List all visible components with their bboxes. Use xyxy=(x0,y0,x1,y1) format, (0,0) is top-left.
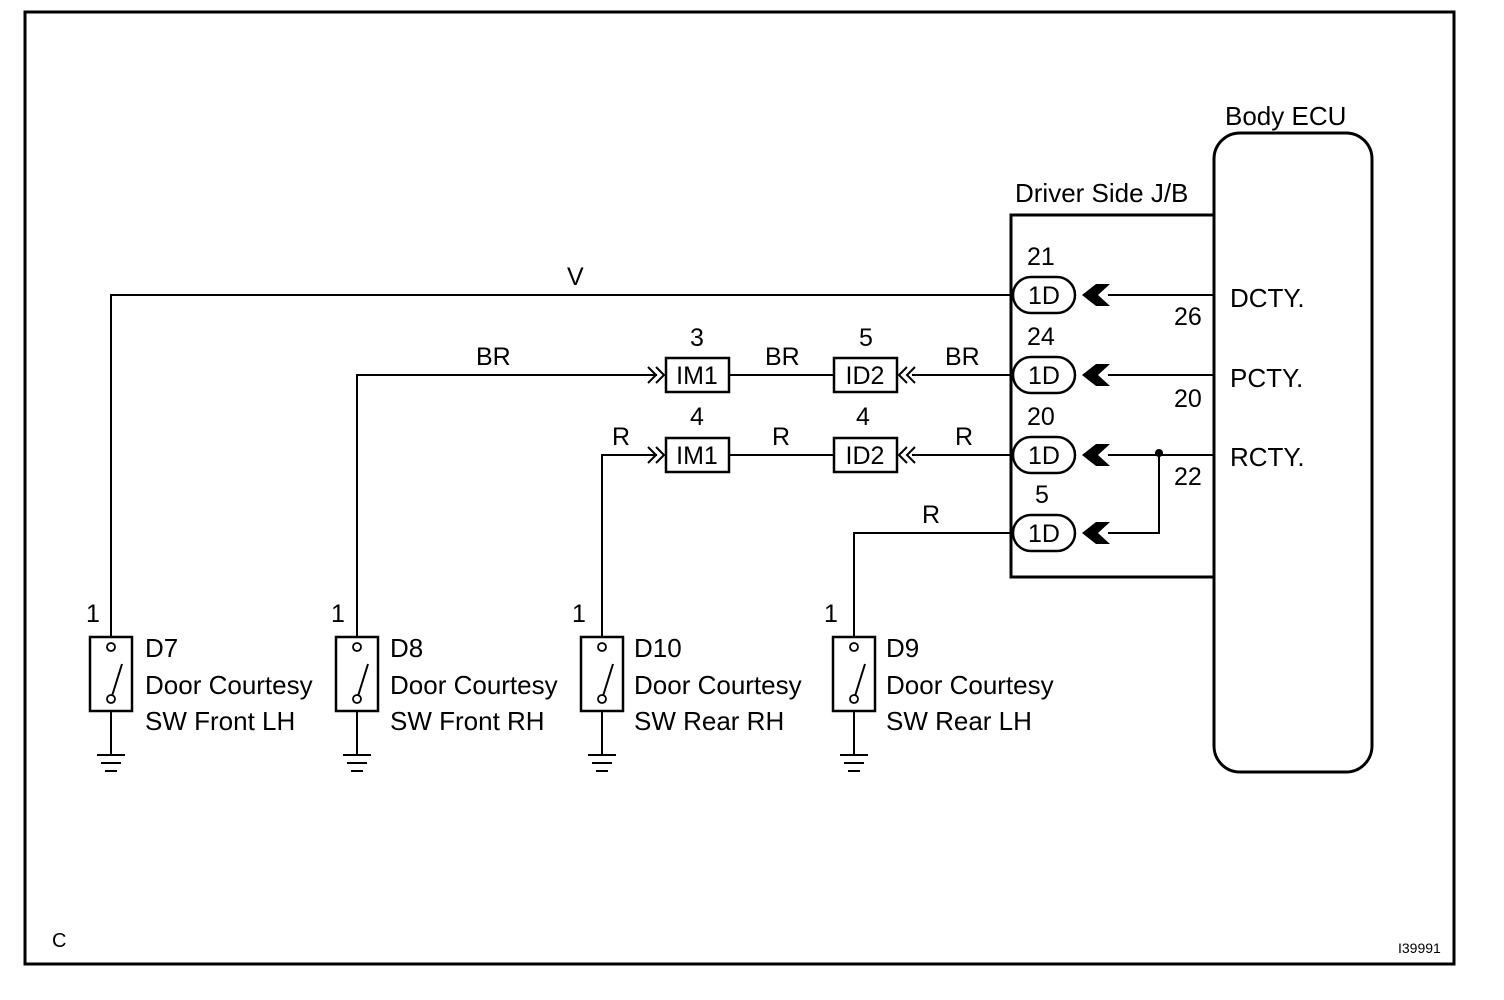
switch-id: D9 xyxy=(886,633,919,663)
inline-connector-code: IM1 xyxy=(676,362,718,390)
figure-id: I39991 xyxy=(1398,940,1441,956)
connector-chevron-icon xyxy=(897,446,916,464)
ecu-pin-20: 20 xyxy=(1174,385,1202,413)
switch-name-line1: Door Courtesy xyxy=(390,670,558,700)
switch-pin: 1 xyxy=(572,600,586,628)
jb-connector-code: 1D xyxy=(1028,442,1060,470)
wire-r-left xyxy=(601,454,657,637)
switch-name-line1: Door Courtesy xyxy=(634,670,802,700)
connector-arrow-icon xyxy=(1082,522,1110,544)
inline-connector-pin: 4 xyxy=(856,403,870,431)
jb-connector-24: 1D 24 xyxy=(1011,323,1214,395)
inline-connector-code: ID2 xyxy=(846,362,885,390)
switch-name-line1: Door Courtesy xyxy=(145,670,313,700)
switch-name-line2: SW Front LH xyxy=(145,706,295,736)
diagram-frame xyxy=(23,10,1456,966)
wire-v xyxy=(110,294,1013,637)
switch-d8: 1 D8 Door Courtesy SW Front RH xyxy=(331,600,558,772)
inline-connector-im1-br: IM1 3 xyxy=(647,324,731,394)
inline-connector-pin: 5 xyxy=(859,324,873,352)
switch-pin: 1 xyxy=(86,600,100,628)
switch-d7: 1 D7 Door Courtesy SW Front LH xyxy=(86,600,313,772)
switch-id: D8 xyxy=(390,633,423,663)
corner-label: C xyxy=(52,930,66,952)
jb-connector-code: 1D xyxy=(1028,362,1060,390)
wire-label-r-mid: R xyxy=(772,423,790,451)
switch-id: D7 xyxy=(145,633,178,663)
switch-name-line2: SW Rear RH xyxy=(634,706,784,736)
ground-icon xyxy=(840,711,868,772)
ecu-terminal-rcty: RCTY. xyxy=(1230,442,1305,472)
jb-connector-5: 1D 5 xyxy=(1011,449,1163,553)
switch-d10: 1 D10 Door Courtesy SW Rear RH xyxy=(572,600,802,772)
jb-connector-pin: 20 xyxy=(1027,403,1055,431)
inline-connector-id2-br: ID2 5 xyxy=(832,324,916,394)
connector-arrow-icon xyxy=(1082,444,1110,466)
ecu-terminal-pcty: PCTY. xyxy=(1230,363,1303,393)
connector-chevron-icon xyxy=(647,446,666,464)
wire-label-r-right: R xyxy=(955,423,973,451)
switch-name-line2: SW Front RH xyxy=(390,706,545,736)
wire-label-br-right: BR xyxy=(945,343,980,371)
switch-pin: 1 xyxy=(331,600,345,628)
ground-icon xyxy=(588,711,616,772)
connector-arrow-icon xyxy=(1082,284,1110,306)
switch-pin: 1 xyxy=(824,600,838,628)
inline-connector-pin: 4 xyxy=(690,403,704,431)
inline-connector-code: IM1 xyxy=(676,442,718,470)
wire-br-left xyxy=(356,374,657,637)
wire-label-r-left: R xyxy=(612,423,630,451)
inline-connector-im1-r: IM1 4 xyxy=(647,403,731,474)
switch-name-line1: Door Courtesy xyxy=(886,670,1054,700)
inline-connector-pin: 3 xyxy=(690,324,704,352)
jb-connector-21: 1D 21 xyxy=(1011,243,1214,315)
jb-connector-code: 1D xyxy=(1028,282,1060,310)
ecu-pin-26: 26 xyxy=(1174,303,1202,331)
wire-label-br-left: BR xyxy=(476,343,511,371)
body-ecu-title: Body ECU xyxy=(1225,101,1346,131)
switch-d9: 1 D9 Door Courtesy SW Rear LH xyxy=(824,600,1054,772)
wire-label-r-d9: R xyxy=(922,501,940,529)
wire-label-v: V xyxy=(567,263,584,291)
jb-connector-pin: 5 xyxy=(1035,481,1049,509)
jb-connector-code: 1D xyxy=(1028,520,1060,548)
switch-id: D10 xyxy=(634,633,682,663)
junction-block-title: Driver Side J/B xyxy=(1015,178,1188,208)
connector-chevron-icon xyxy=(647,366,666,384)
wire-label-br-mid: BR xyxy=(765,343,800,371)
jb-connector-pin: 24 xyxy=(1027,323,1055,351)
ecu-terminal-dcty: DCTY. xyxy=(1230,283,1305,313)
inline-connector-code: ID2 xyxy=(846,442,885,470)
switch-name-line2: SW Rear LH xyxy=(886,706,1032,736)
junction-block-box xyxy=(1009,213,1216,579)
inline-connector-id2-r: ID2 4 xyxy=(832,403,916,474)
connector-arrow-icon xyxy=(1082,364,1110,386)
wire-r-d9 xyxy=(853,532,1013,637)
ecu-pin-22: 22 xyxy=(1174,463,1202,491)
jb-connector-pin: 21 xyxy=(1027,243,1055,271)
connector-chevron-icon xyxy=(897,366,916,384)
ground-icon xyxy=(343,711,371,772)
splice-dot xyxy=(1155,449,1163,457)
ground-icon xyxy=(97,711,125,772)
